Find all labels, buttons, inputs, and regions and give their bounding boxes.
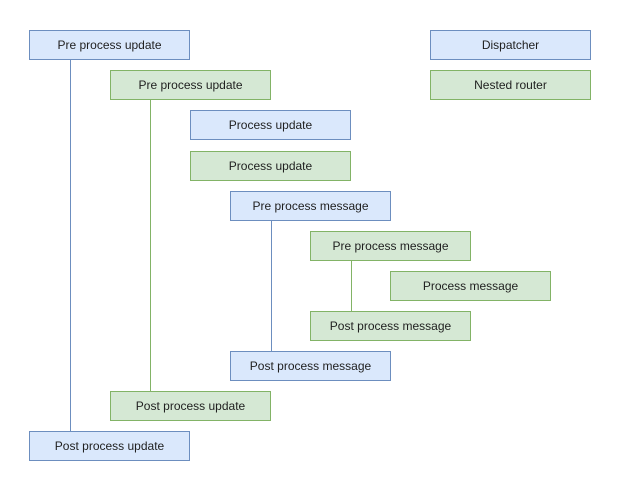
- process-step-dispatcher[interactable]: Post process update: [29, 431, 190, 461]
- legend-item-router: Nested router: [430, 70, 591, 100]
- process-step-router[interactable]: Process update: [190, 151, 351, 181]
- connector-line: [70, 60, 71, 431]
- process-step-router[interactable]: Pre process update: [110, 70, 271, 100]
- legend-item-dispatcher: Dispatcher: [430, 30, 591, 60]
- process-step-dispatcher[interactable]: Pre process message: [230, 191, 391, 221]
- process-step-dispatcher[interactable]: Process update: [190, 110, 351, 140]
- process-step-router[interactable]: Post process message: [310, 311, 471, 341]
- process-step-dispatcher[interactable]: Pre process update: [29, 30, 190, 60]
- connector-line: [351, 261, 352, 311]
- connector-line: [150, 100, 151, 391]
- process-step-dispatcher[interactable]: Post process message: [230, 351, 391, 381]
- connector-line: [271, 221, 272, 351]
- process-step-router[interactable]: Pre process message: [310, 231, 471, 261]
- process-step-router[interactable]: Post process update: [110, 391, 271, 421]
- process-step-router[interactable]: Process message: [390, 271, 551, 301]
